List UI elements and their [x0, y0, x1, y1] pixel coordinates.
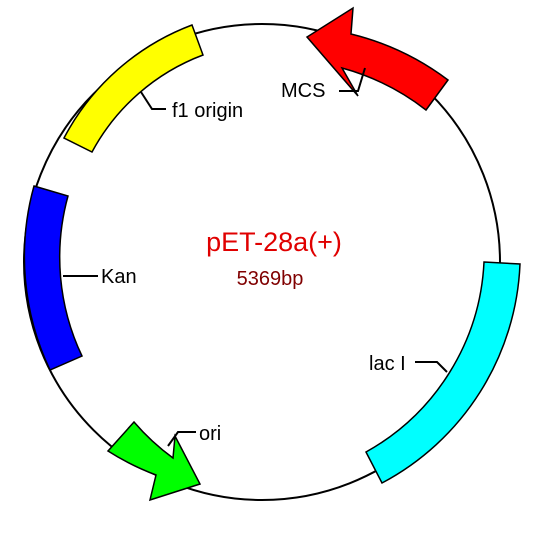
- mcs-feature-arrow: [305, 6, 450, 112]
- f1-origin-label: f1 origin: [172, 100, 243, 122]
- f1-origin-leader-line: [140, 91, 166, 110]
- ori-feature-arrow: [106, 420, 202, 502]
- kan-label: Kan: [101, 266, 137, 288]
- kan-feature-block: [23, 185, 84, 371]
- ori-leader-line: [167, 431, 196, 447]
- ori-label: ori: [199, 423, 221, 445]
- plasmid-name: pET-28a(+): [206, 227, 342, 257]
- plasmid-size: 5369bp: [237, 268, 304, 290]
- lac-i-feature-block: [365, 261, 521, 485]
- mcs-label: MCS: [281, 80, 325, 102]
- mcs-leader-line: [339, 67, 366, 92]
- lac-i-label: lac I: [369, 353, 406, 375]
- lac-i-leader-line: [415, 361, 448, 373]
- f1-origin-feature-block: [62, 24, 204, 153]
